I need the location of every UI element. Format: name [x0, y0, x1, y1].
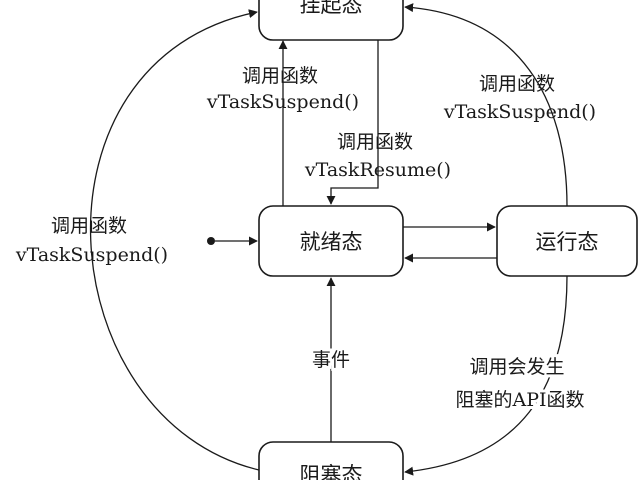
arrow-running-to-blocked	[404, 275, 568, 476]
arrow-suspended-to-ready	[326, 40, 379, 205]
label-running-to-blocked-line1: 调用会发生	[469, 356, 564, 378]
label-ready-to-suspended: 调用函数 vTaskSuspend()	[206, 65, 359, 113]
state-ready-label: 就绪态	[300, 230, 363, 254]
label-running-to-suspended-line1: 调用函数	[479, 73, 555, 95]
state-running-label: 运行态	[536, 230, 599, 254]
label-ready-to-suspended-line2: vTaskSuspend()	[206, 91, 359, 113]
state-blocked-label: 阻塞态	[300, 463, 363, 480]
label-running-to-blocked-line2: 阻塞的API函数	[455, 389, 584, 411]
state-suspended: 挂起态	[258, 0, 404, 41]
state-ready: 就绪态	[258, 205, 404, 277]
label-running-to-suspended: 调用函数 vTaskSuspend()	[443, 73, 596, 123]
label-blocked-to-ready: 事件	[312, 349, 350, 371]
label-blocked-to-suspended-line2: vTaskSuspend()	[15, 244, 168, 266]
label-suspended-to-ready-line1: 调用函数	[337, 131, 413, 153]
label-suspended-to-ready: 调用函数 vTaskResume()	[304, 131, 451, 181]
label-suspended-to-ready-line2: vTaskResume()	[304, 159, 451, 181]
label-blocked-to-suspended: 调用函数 vTaskSuspend()	[15, 215, 168, 266]
state-running: 运行态	[496, 205, 638, 277]
state-suspended-label: 挂起态	[300, 0, 363, 17]
initial-state-dot	[207, 237, 215, 245]
label-ready-to-suspended-line1: 调用函数	[242, 65, 318, 87]
label-blocked-to-suspended-line1: 调用函数	[51, 215, 127, 237]
arrow-running-to-suspended	[404, 3, 568, 207]
label-running-to-suspended-line2: vTaskSuspend()	[443, 101, 596, 123]
state-blocked: 阻塞态	[258, 441, 404, 480]
label-running-to-blocked: 调用会发生 阻塞的API函数	[455, 356, 584, 411]
arrow-blocked-to-suspended	[89, 9, 260, 471]
